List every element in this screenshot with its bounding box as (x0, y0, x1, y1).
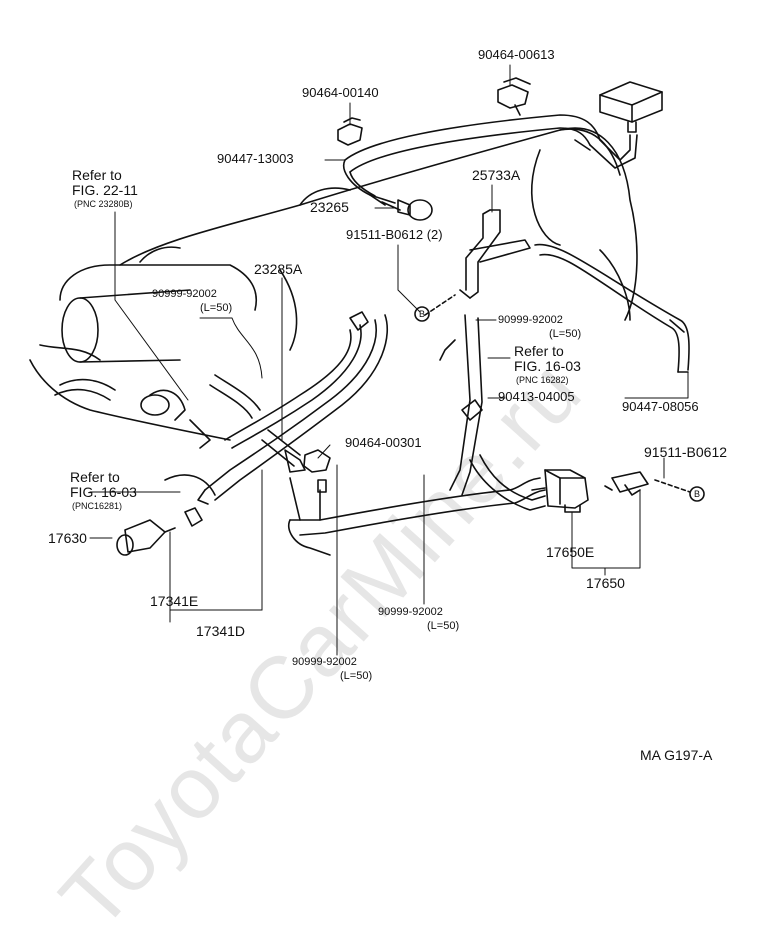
label-23285A: 23285A (254, 261, 303, 277)
label-90447-08056: 90447-08056 (622, 399, 699, 414)
center-hoses (439, 314, 546, 511)
label-90464-00140: 90464-00140 (302, 85, 379, 100)
leader-lines (89, 64, 689, 656)
refer-1603-right-pnc: (PNC 16282) (516, 375, 569, 385)
label-90999-b-len: (L=50) (549, 328, 582, 340)
label-90999-b: 90999-92002 (498, 314, 563, 326)
upper-hose (343, 114, 638, 206)
refer-1603-right-line2: FIG. 16-03 (514, 358, 581, 374)
label-17650E: 17650E (546, 544, 595, 560)
label-90447-13003: 90447-13003 (217, 151, 294, 166)
marker-b-left-text: B (419, 309, 426, 319)
fitting-23265 (369, 194, 433, 221)
label-17650: 17650 (586, 575, 625, 591)
label-90999-d-len: (L=50) (340, 670, 373, 682)
refer-1603-left-pnc: (PNC16281) (72, 501, 123, 511)
label-90999-c-len: (L=50) (427, 620, 460, 632)
clip-90464-00613 (497, 77, 531, 116)
refer-1603-right-line1: Refer to (514, 343, 564, 359)
label-25733A: 25733A (472, 167, 521, 183)
marker-b-right-text: B (694, 489, 701, 499)
connector-17341E (184, 507, 203, 527)
label-91511-B0612: 91511-B0612 (644, 444, 728, 460)
refer-1603-left-line1: Refer to (70, 469, 120, 485)
hose-90447-08056 (534, 243, 690, 373)
label-90999-a: 90999-92002 (152, 288, 217, 300)
label-90999-d: 90999-92002 (292, 656, 357, 668)
refer-1603-left-line2: FIG. 16-03 (70, 484, 137, 500)
marker-b-right (689, 486, 705, 502)
label-90999-a-len: (L=50) (200, 302, 233, 314)
left-hoses (164, 311, 389, 505)
label-17630: 17630 (48, 530, 87, 546)
marker-b-left (414, 306, 430, 322)
figure-code: MA G197-A (640, 747, 713, 763)
hose-23285A (261, 429, 306, 473)
label-90464-00613: 90464-00613 (478, 47, 555, 62)
valve-box (599, 81, 663, 133)
sensor-17630 (116, 519, 176, 556)
label-23265: 23265 (310, 199, 349, 215)
refer-22-line1: Refer to (72, 167, 122, 183)
label-90413-04005: 90413-04005 (498, 389, 575, 404)
label-90464-00301: 90464-00301 (345, 435, 422, 450)
label-17341D: 17341D (196, 623, 246, 639)
bracket-25733A (459, 209, 531, 299)
refer-22-line2: FIG. 22-11 (72, 182, 138, 198)
left-small-hoses (54, 374, 261, 449)
refer-22-pnc: (PNC 23280B) (74, 199, 133, 209)
label-91511-B0612-2: 91511-B0612 (2) (346, 227, 443, 242)
label-17341E: 17341E (150, 593, 199, 609)
clip-90464-00301 (303, 449, 331, 473)
lower-hoses (288, 477, 546, 556)
label-90999-c: 90999-92002 (378, 606, 443, 618)
bracket-91511 (604, 471, 649, 496)
dashed-leaders (424, 294, 691, 493)
